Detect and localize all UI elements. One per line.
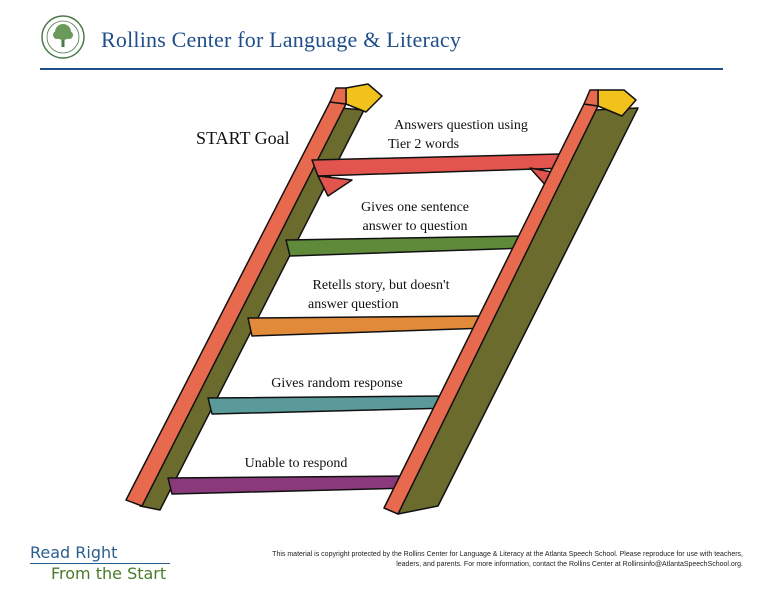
rung-2-line1: Gives one sentence [360,200,470,215]
rung-2 [285,235,527,257]
left-rail-cap [345,83,383,113]
copyright-line2: leaders, and parents. For more informati… [396,561,743,568]
rung-1-label: Answers question using Tier 2 words [376,116,546,154]
brand-line2: From the Start [51,564,167,583]
rung-2-line2: answer to question [362,219,468,234]
rung-1-line2: Tier 2 words [388,137,460,152]
brand-divider [30,563,170,564]
rung-5-line1: Unable to respond [244,456,348,471]
header-divider [40,68,723,70]
header: Rollins Center for Language & Literacy [0,0,773,72]
rung-3-line1: Retells story, but doesn't [312,278,450,293]
tree-seal-icon [41,15,85,59]
copyright-line1: This material is copyright protected by … [272,551,743,558]
rung-4-label: Gives random response [256,374,418,393]
rung-4 [207,395,453,415]
rung-3-line2: answer question [308,297,399,312]
rung-1-line1: Answers question using [394,118,528,133]
brand-line1: Read Right [30,543,118,562]
rung-3-label: Retells story, but doesn't answer questi… [296,276,466,314]
rung-5-label: Unable to respond [228,454,364,473]
rung-5 [167,475,413,495]
rung-2-label: Gives one sentence answer to question [340,198,490,236]
rung-3 [247,315,489,337]
start-goal-label: START Goal [196,128,290,148]
rung-1 [311,153,567,177]
rung-4-line1: Gives random response [271,376,403,391]
copyright-notice: This material is copyright protected by … [223,550,743,570]
org-title: Rollins Center for Language & Literacy [101,27,462,52]
